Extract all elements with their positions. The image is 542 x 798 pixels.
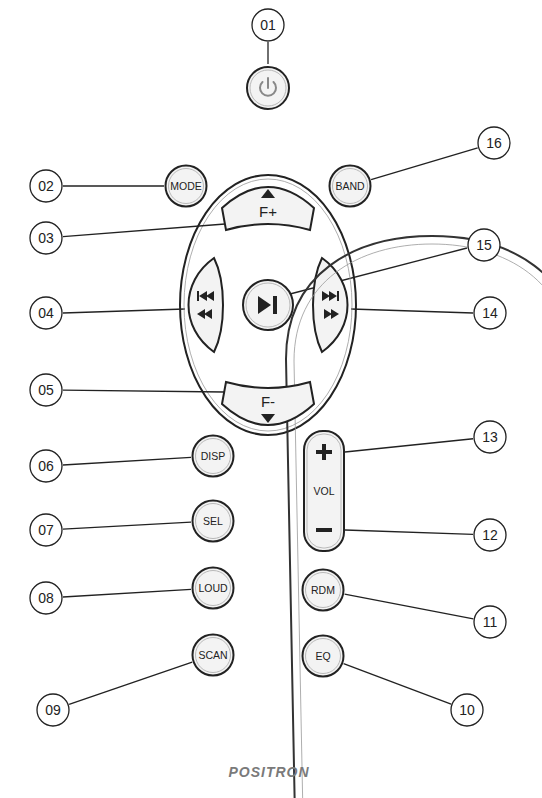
remote-body-outline [118, 70, 420, 798]
previous-button [189, 258, 224, 352]
brand-logo: POSITRON [228, 764, 309, 780]
leader-line [63, 42, 473, 313]
button: BAND [328, 164, 372, 208]
next-button [313, 258, 348, 352]
callout-circle: 08 [29, 581, 63, 615]
callout-number: 05 [38, 382, 54, 398]
callout-number: 09 [45, 702, 61, 718]
callout-number: 03 [38, 230, 54, 246]
leader-line [345, 594, 474, 619]
callout-circle: 11 [473, 605, 507, 639]
callout-circle: 02 [29, 169, 63, 203]
callout-number: 12 [482, 527, 498, 543]
button-label: VOL [313, 485, 334, 497]
leader-line [63, 185, 164, 186]
remote-body: MODE BAND F+ F- DISP VOL SEL LOUD RDM SCAN EQ POSIT… [118, 70, 420, 798]
leader-line [69, 662, 192, 704]
button-label: LOUD [198, 582, 227, 594]
leader-line [345, 530, 473, 534]
button: SCAN [191, 633, 235, 677]
button-label: F- [261, 393, 275, 410]
callout-number: 13 [482, 429, 498, 445]
button: SEL [191, 499, 235, 543]
button: F+ [220, 178, 316, 232]
callout-circle: 01 [251, 8, 285, 42]
callout-circle: 09 [36, 693, 70, 727]
callout-circle: 03 [29, 221, 63, 255]
callout-circle: 04 [29, 296, 63, 330]
callout-number: 04 [38, 305, 54, 321]
leader-line [344, 664, 451, 704]
button-label: DISP [201, 450, 226, 462]
volume-rocker: VOL [303, 430, 345, 552]
leader-line [63, 390, 224, 392]
callout-number: 02 [38, 178, 54, 194]
callout-circle: 16 [477, 126, 511, 160]
button-label: SCAN [198, 649, 227, 661]
callout-number: 15 [476, 237, 492, 253]
play-pause-button [243, 280, 293, 330]
leader-line [63, 589, 191, 597]
callout-circle: 05 [29, 373, 63, 407]
leader-line [63, 457, 191, 465]
power-button [247, 67, 289, 109]
callout-number: 01 [260, 17, 276, 33]
button: MODE [164, 164, 208, 208]
callout-circle: 07 [29, 513, 63, 547]
leader-line [345, 439, 473, 452]
callout-number: 08 [38, 590, 54, 606]
callout-number: 14 [482, 305, 498, 321]
leader-line [63, 522, 191, 529]
button: DISP [191, 434, 235, 478]
callout-circle: 06 [29, 449, 63, 483]
dpad-ring [180, 175, 356, 435]
callout-number: 06 [38, 458, 54, 474]
button: EQ [301, 634, 345, 678]
callout-number: 16 [486, 135, 502, 151]
callout-circle: 14 [473, 296, 507, 330]
callout-circle: 15 [467, 228, 501, 262]
button: LOUD [191, 566, 235, 610]
callout-circle: 12 [473, 518, 507, 552]
callout-number: 11 [483, 614, 498, 630]
callout-circle: 10 [450, 693, 484, 727]
button-label: EQ [315, 650, 330, 662]
leader-line [63, 224, 225, 237]
button-label: SEL [203, 515, 223, 527]
button: RDM [301, 568, 345, 612]
callout-circle: 13 [473, 420, 507, 454]
button-label: RDM [311, 584, 335, 596]
callout-number: 07 [38, 522, 54, 538]
button: F- [220, 380, 316, 434]
leader-line [371, 148, 478, 180]
button-label: F+ [259, 203, 277, 220]
button-label: BAND [335, 180, 364, 192]
button-label: MODE [170, 180, 202, 192]
callout-number: 10 [459, 702, 475, 718]
